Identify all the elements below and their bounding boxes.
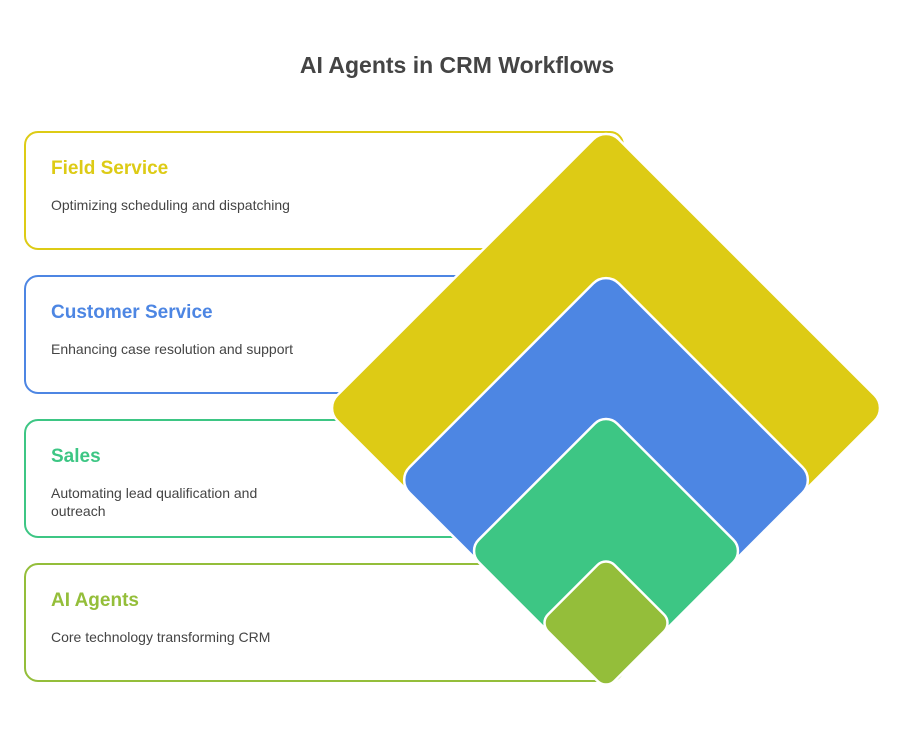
card-heading: Customer Service [51,302,213,323]
card-description: Enhancing case resolution and support [51,341,294,357]
card-heading: AI Agents [51,590,139,611]
card-description: Core technology transforming CRM [51,629,271,645]
card-heading: Sales [51,446,101,467]
card-description: Automating lead qualification and outrea… [51,485,258,519]
diamond-sales [472,417,740,685]
diamond-ai-agents [543,560,669,686]
card-description: Optimizing scheduling and dispatching [51,197,290,213]
diagram-title: AI Agents in CRM Workflows [299,52,615,78]
card-heading: Field Service [51,158,169,179]
